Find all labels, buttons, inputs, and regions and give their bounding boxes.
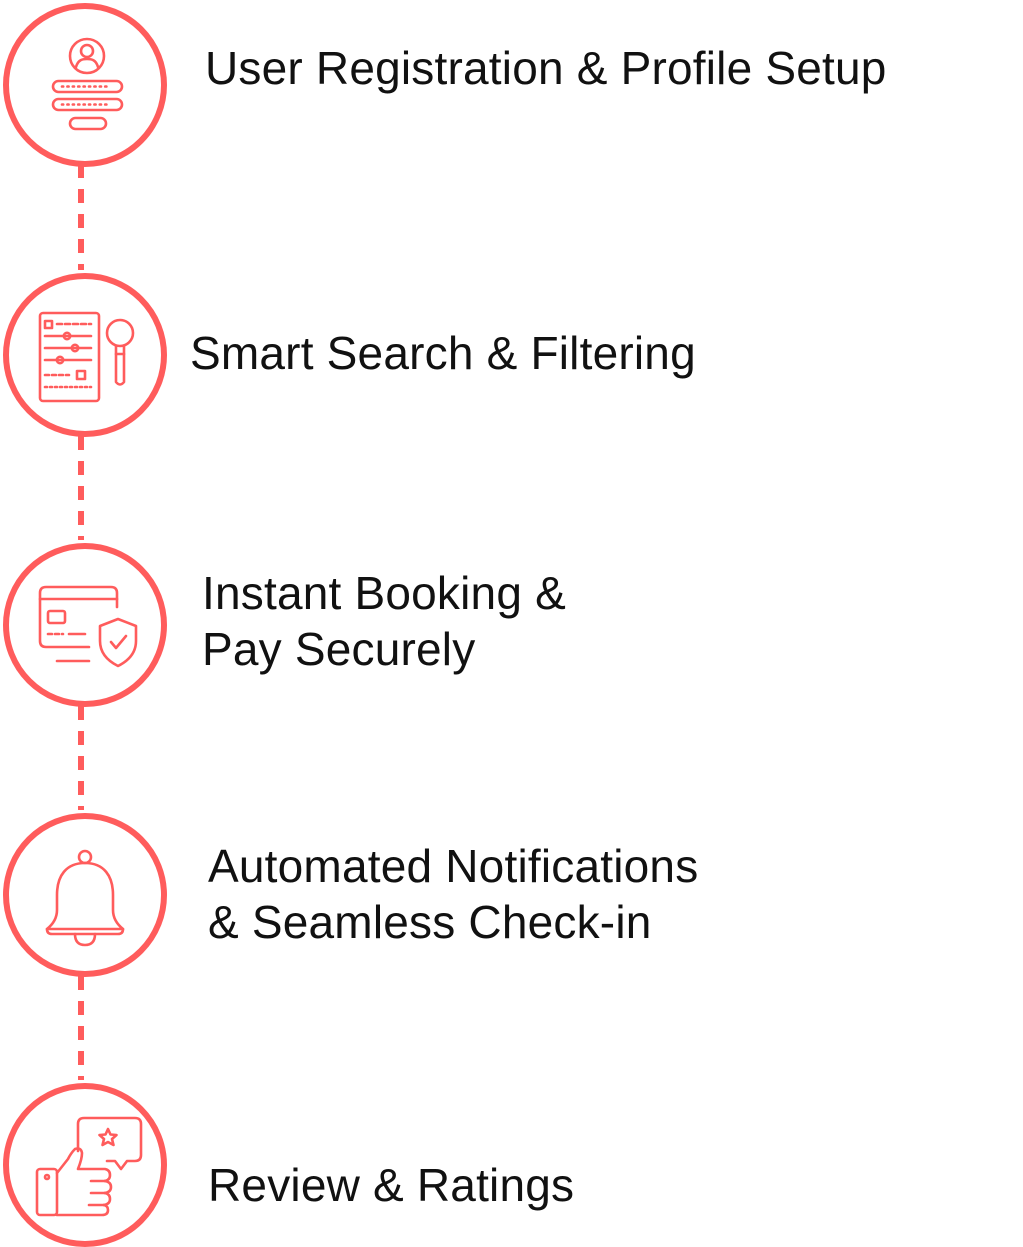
step-1-circle <box>3 3 167 167</box>
connector-3-4 <box>78 706 84 810</box>
search-filter-list-icon <box>38 311 135 403</box>
user-profile-form-icon <box>51 37 124 131</box>
thumbs-up-review-star-icon <box>35 1116 143 1217</box>
step-1-label-line-1: User Registration & Profile Setup <box>205 42 887 94</box>
step-4-circle <box>3 813 167 977</box>
step-5-label: Review & Ratings <box>208 1157 574 1213</box>
secure-payment-card-shield-icon <box>38 585 138 668</box>
step-3-label-line-2: Pay Securely <box>202 623 476 675</box>
step-2-label-line-1: Smart Search & Filtering <box>190 327 696 379</box>
step-3-label-line-1: Instant Booking & <box>202 567 566 619</box>
step-2-label: Smart Search & Filtering <box>190 325 696 381</box>
step-5-circle <box>3 1083 167 1247</box>
step-4-label: Automated Notifications & Seamless Check… <box>208 838 698 950</box>
connector-4-5 <box>78 976 84 1080</box>
step-2-circle <box>3 273 167 437</box>
connector-2-3 <box>78 436 84 540</box>
step-4-label-line-1: Automated Notifications <box>208 840 699 892</box>
step-3-circle <box>3 543 167 707</box>
step-3-label: Instant Booking & Pay Securely <box>202 565 566 677</box>
step-4-label-line-2: & Seamless Check-in <box>208 896 652 948</box>
connector-1-2 <box>78 164 84 270</box>
notification-bell-icon <box>45 849 125 947</box>
step-5-label-line-1: Review & Ratings <box>208 1159 575 1211</box>
step-1-label: User Registration & Profile Setup <box>205 40 887 96</box>
